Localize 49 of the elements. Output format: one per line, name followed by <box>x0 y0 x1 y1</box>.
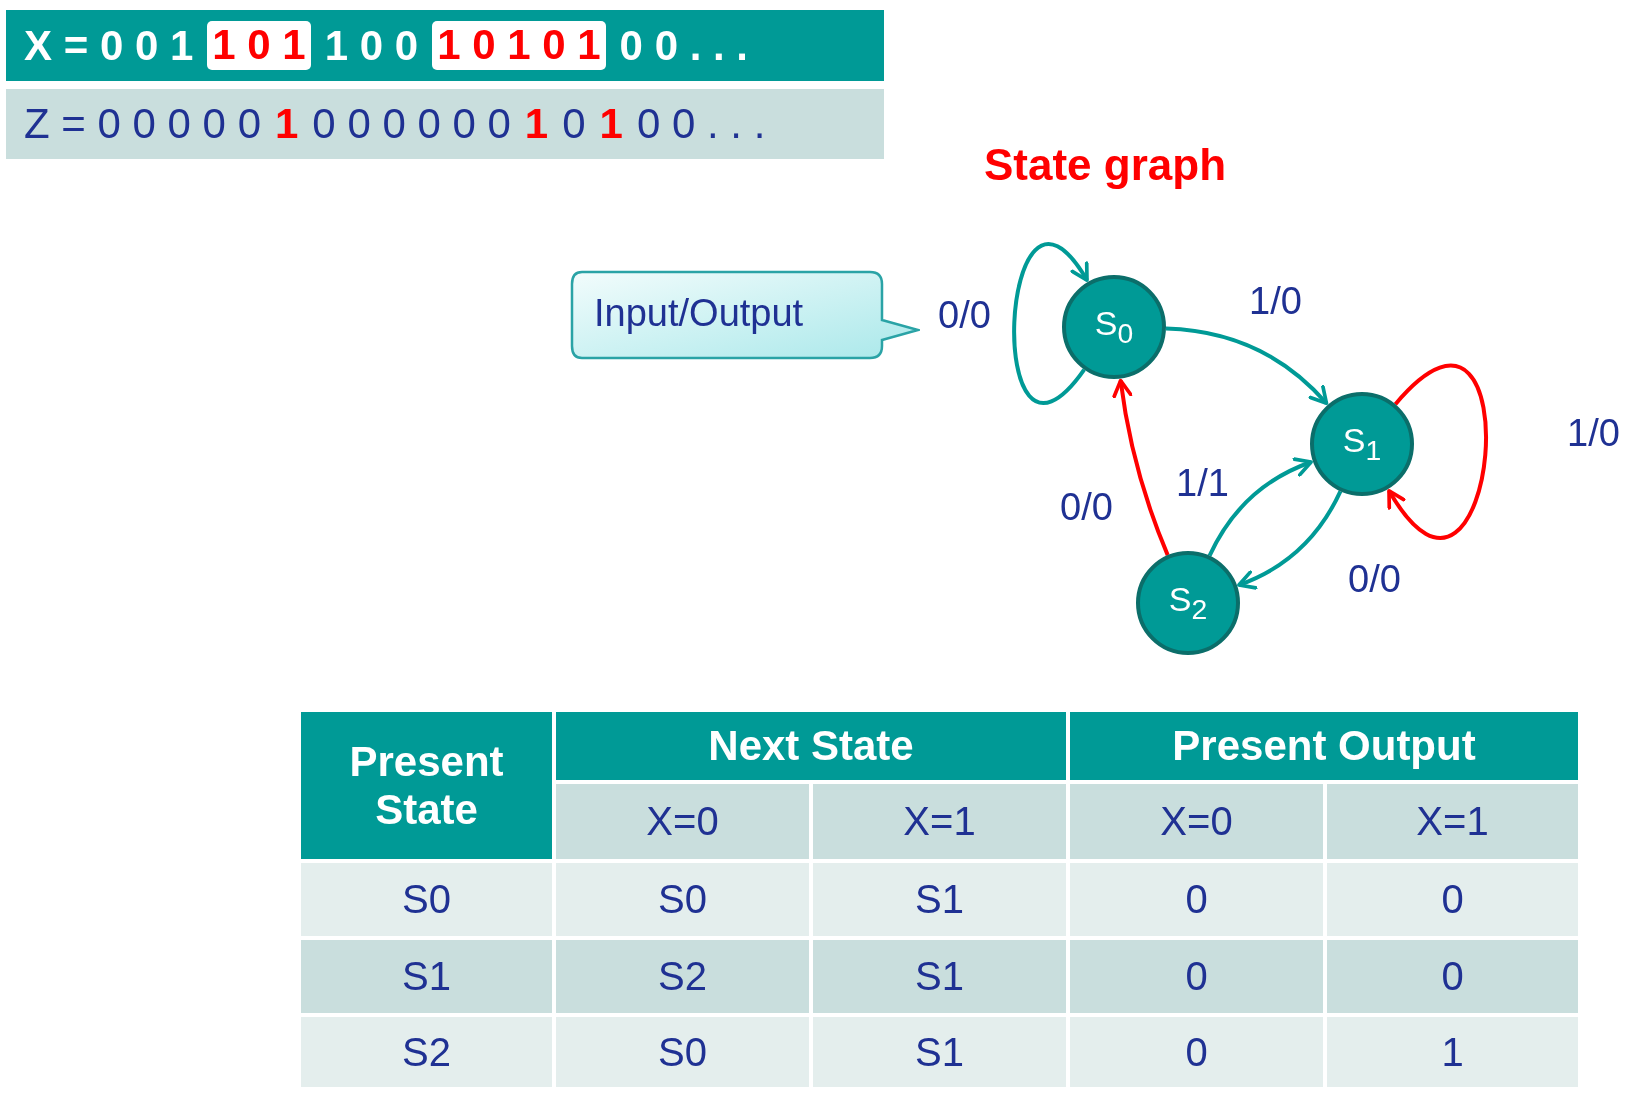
table-cell: 0 <box>1325 861 1580 938</box>
sequence-text: 0 <box>562 100 586 148</box>
state-label: S$_{0}$ <box>1094 304 1134 350</box>
sequence-text: 1 0 1 0 1 <box>432 21 606 70</box>
table-header-cell: Present Output <box>1068 710 1580 782</box>
table-cell: S1 <box>811 938 1068 1015</box>
self-loop-arrow <box>1387 363 1488 540</box>
sequence-band <box>6 10 884 81</box>
self-loop-arrow <box>1012 242 1089 405</box>
arrow <box>1237 490 1343 590</box>
sequence-text: 0 0 . . . <box>636 100 766 148</box>
table-cell: S2 <box>299 1015 554 1089</box>
table-cell: S0 <box>299 861 554 938</box>
table-cell: 0 <box>1068 861 1325 938</box>
sequence-band <box>6 89 884 159</box>
table-cell: 0 <box>1068 1015 1325 1089</box>
sequence-text: 1 <box>524 100 549 148</box>
diagram-title: State graph <box>982 140 1227 190</box>
sequence-text: 0 0 . . . <box>619 21 748 70</box>
sequence-text: Z = 0 0 0 0 0 <box>24 100 261 148</box>
table-header-cell: Present State <box>299 710 554 861</box>
table-header-cell: Next State <box>554 710 1068 782</box>
table-cell: S1 <box>299 938 554 1015</box>
sequence-text: 1 <box>275 100 299 148</box>
state-label: S$_{1}$ <box>1342 421 1382 467</box>
table-cell: X=0 <box>554 782 811 861</box>
table-cell: X=1 <box>1325 782 1580 861</box>
table-cell: X=0 <box>1068 782 1325 861</box>
sequence-text: 1 <box>599 100 623 148</box>
table-cell: S0 <box>554 1015 811 1089</box>
state-label: S$_{2}$ <box>1168 580 1208 626</box>
sequence-text: 1 0 1 <box>207 21 311 70</box>
sequence-text: X = 0 0 1 <box>24 21 194 70</box>
table-cell: S2 <box>554 938 811 1015</box>
table-cell: S1 <box>811 1015 1068 1089</box>
arrow <box>1112 378 1170 556</box>
callout-text: Input/Output <box>594 292 804 335</box>
sequence-text: 1 0 0 <box>324 21 419 70</box>
table-cell: X=1 <box>811 782 1068 861</box>
table-cell: S1 <box>811 861 1068 938</box>
arrow <box>1165 326 1329 406</box>
callout-bubble <box>570 270 920 360</box>
table-cell: 0 <box>1068 938 1325 1015</box>
arrow <box>1207 457 1313 557</box>
table-cell: S0 <box>554 861 811 938</box>
state-circle <box>1310 392 1414 496</box>
table-cell: 1 <box>1325 1015 1580 1089</box>
table-cell: 0 <box>1325 938 1580 1015</box>
sequence-text: 0 0 0 0 0 0 <box>312 100 511 148</box>
